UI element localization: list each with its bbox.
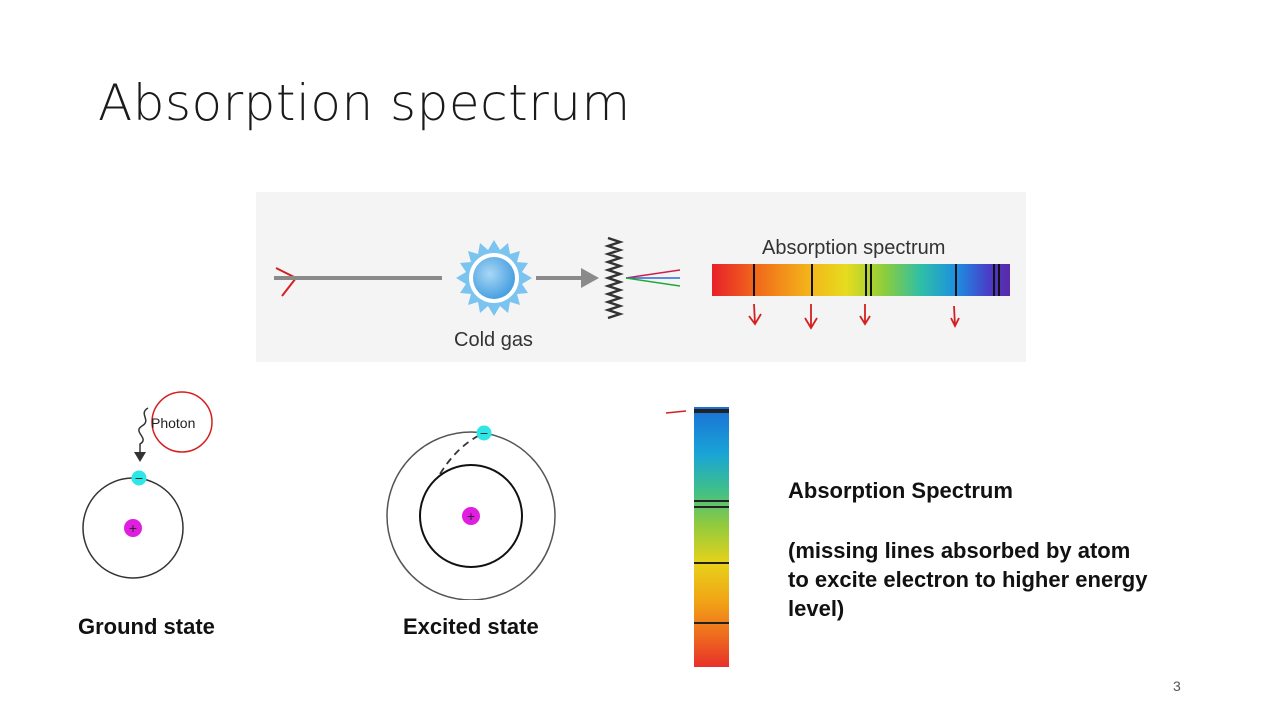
electron-sign: −	[134, 472, 143, 485]
excited-state-atom: + −	[387, 426, 555, 601]
explanation-title: Absorption Spectrum	[788, 478, 1013, 504]
cold-gas-icon	[456, 240, 532, 316]
nucleus-sign: +	[466, 510, 475, 523]
page-number: 3	[1173, 678, 1181, 694]
absorption-line	[694, 500, 729, 502]
absorption-line	[694, 409, 729, 413]
slide-title: Absorption spectrum	[98, 74, 631, 132]
absorption-line	[694, 562, 729, 564]
red-down-arrow-annotations	[749, 304, 959, 328]
red-tick-annotation	[666, 411, 686, 413]
vertical-absorption-spectrum	[694, 407, 729, 667]
absorption-setup-panel: Cold gas Absorption spectrum	[256, 192, 1026, 362]
diffraction-grating	[608, 238, 620, 318]
photon-label: Photon	[151, 415, 195, 431]
ground-state-atom: + −	[83, 471, 183, 579]
spectrum-label: Absorption spectrum	[762, 237, 945, 260]
electron-sign: −	[479, 427, 488, 440]
nucleus-sign: +	[128, 522, 137, 535]
red-arrowhead-annotation	[276, 268, 296, 296]
cold-gas-label: Cold gas	[454, 329, 533, 352]
photon-wave-icon	[139, 408, 148, 456]
explanation-body: (missing lines absorbed by atom to excit…	[788, 536, 1208, 623]
ground-state-label: Ground state	[78, 614, 215, 640]
absorption-line	[694, 622, 729, 624]
beam-arrowhead	[581, 268, 599, 288]
absorption-line	[694, 506, 729, 508]
atom-state-diagrams: + − + −	[0, 370, 700, 600]
absorption-setup-illustration	[256, 192, 1026, 362]
excited-state-label: Excited state	[403, 614, 539, 640]
spectrum-bar	[712, 264, 1010, 296]
electron-transition-path	[440, 436, 478, 474]
